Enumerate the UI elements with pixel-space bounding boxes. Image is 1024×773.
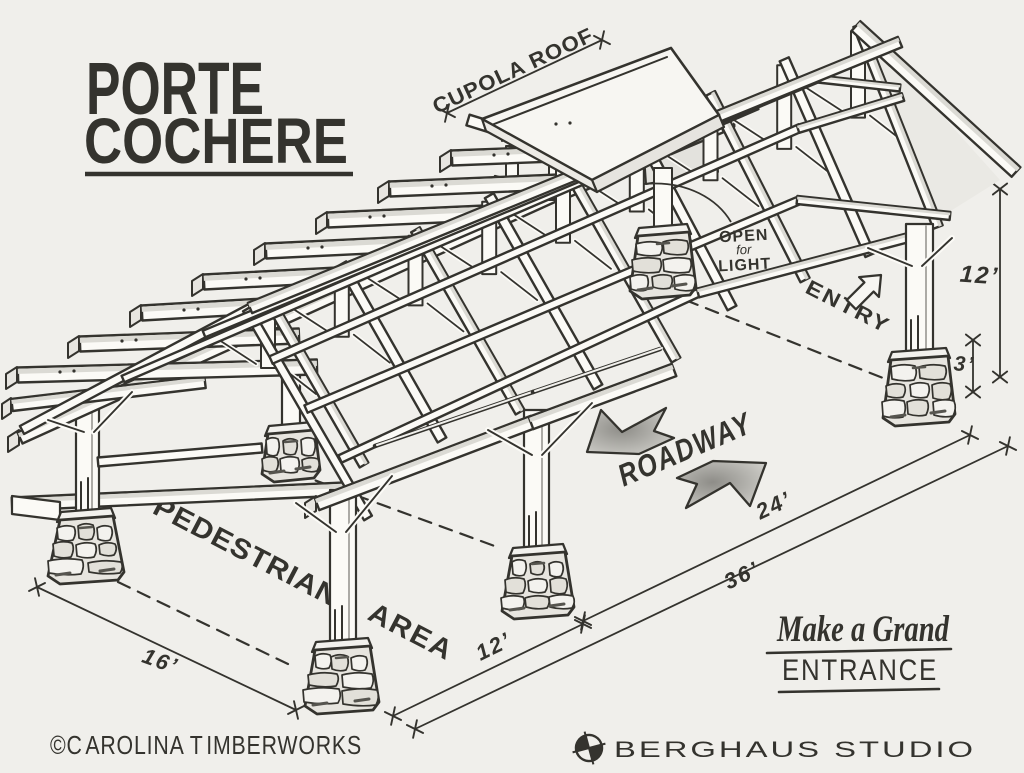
svg-text:ENTRANCE: ENTRANCE (782, 654, 938, 687)
svg-text:for: for (736, 242, 753, 258)
svg-text:PORTE: PORTE (86, 47, 264, 130)
svg-text:OPEN: OPEN (719, 227, 769, 247)
svg-text:3’: 3’ (953, 352, 976, 376)
svg-text:©C AROLINA T IMBERWORKS: ©C AROLINA T IMBERWORKS (50, 730, 362, 760)
svg-text:BERGHAUS STUDIO: BERGHAUS STUDIO (614, 737, 976, 762)
svg-text:LIGHT: LIGHT (718, 256, 772, 276)
svg-text:Make a Grand: Make a Grand (776, 609, 949, 650)
svg-text:12’: 12’ (959, 261, 1000, 291)
svg-text:COCHERE: COCHERE (84, 105, 348, 177)
